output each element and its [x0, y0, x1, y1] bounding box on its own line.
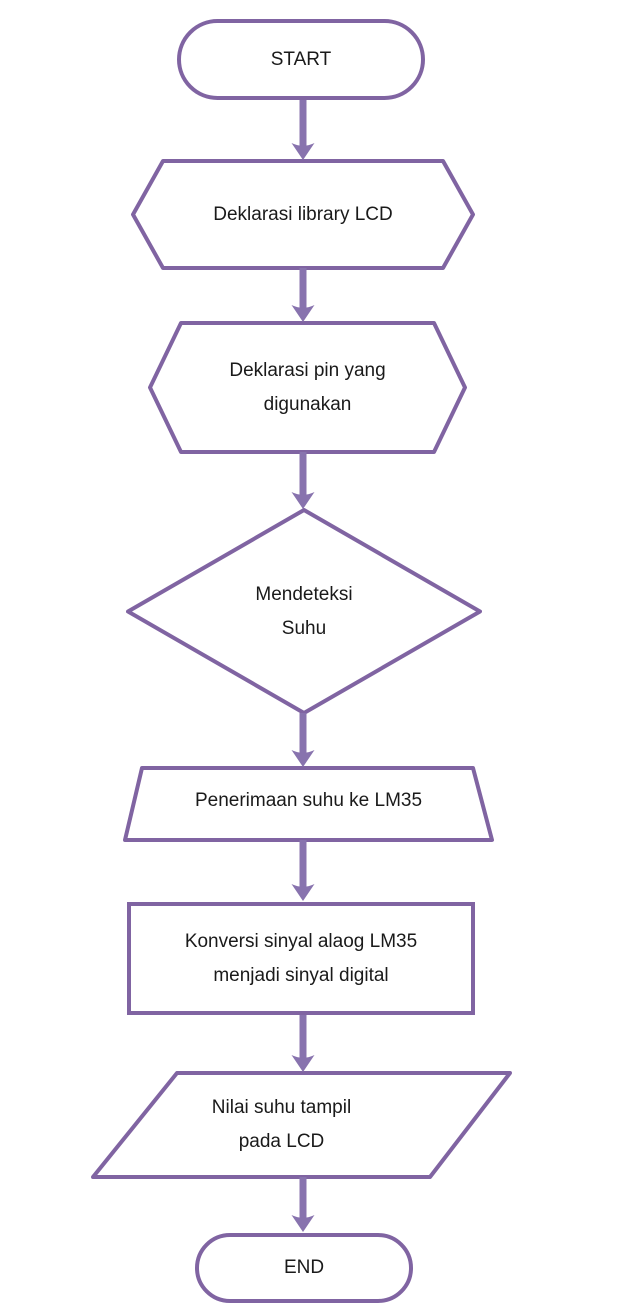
node-label-receive-lm35: Penerimaan suhu ke LM35: [194, 790, 423, 811]
hexagon-shape: [148, 321, 467, 454]
parallelogram-shape: [91, 1071, 512, 1179]
arrow-down-icon: [291, 1177, 315, 1232]
node-label-detect-suhu: Mendeteksi Suhu: [255, 583, 353, 639]
node-label-declare-library: Deklarasi library LCD: [213, 203, 393, 225]
arrow-down-icon: [291, 713, 315, 767]
connector-3: [290, 452, 316, 509]
node-label-end: END: [283, 1257, 325, 1278]
hexagon-shape: [131, 159, 475, 270]
connector-5: [290, 840, 316, 901]
arrow-down-icon: [291, 268, 315, 322]
connector-4: [290, 713, 316, 767]
arrow-down-icon: [291, 100, 315, 160]
node-label-start: START: [270, 48, 332, 70]
arrow-down-icon: [291, 840, 315, 901]
node-label-declare-pins: Deklarasi pin yang digunakan: [229, 359, 386, 415]
connector-1: [290, 100, 316, 160]
connector-6: [290, 1015, 316, 1072]
flow-node-convert-signal: Konversi sinyal alaog LM35 menjadi sinya…: [127, 902, 475, 1015]
node-label-display-lcd: Nilai suhu tampil pada LCD: [211, 1097, 352, 1152]
flow-node-end: END: [195, 1233, 413, 1303]
flow-node-start: START: [177, 19, 425, 100]
arrow-down-icon: [291, 1015, 315, 1072]
flow-node-display-lcd: Nilai suhu tampil pada LCD: [91, 1071, 512, 1179]
flow-node-declare-pins: Deklarasi pin yang digunakan: [148, 321, 467, 454]
arrow-down-icon: [291, 452, 315, 509]
connector-2: [290, 268, 316, 322]
trapezoid-shape: [123, 766, 494, 842]
connector-7: [290, 1177, 316, 1232]
flow-node-detect-suhu: Mendeteksi Suhu: [126, 508, 482, 715]
node-label-convert-signal: Konversi sinyal alaog LM35 menjadi sinya…: [184, 930, 418, 986]
flow-node-declare-library: Deklarasi library LCD: [131, 159, 475, 270]
flow-node-receive-lm35: Penerimaan suhu ke LM35: [123, 766, 494, 842]
